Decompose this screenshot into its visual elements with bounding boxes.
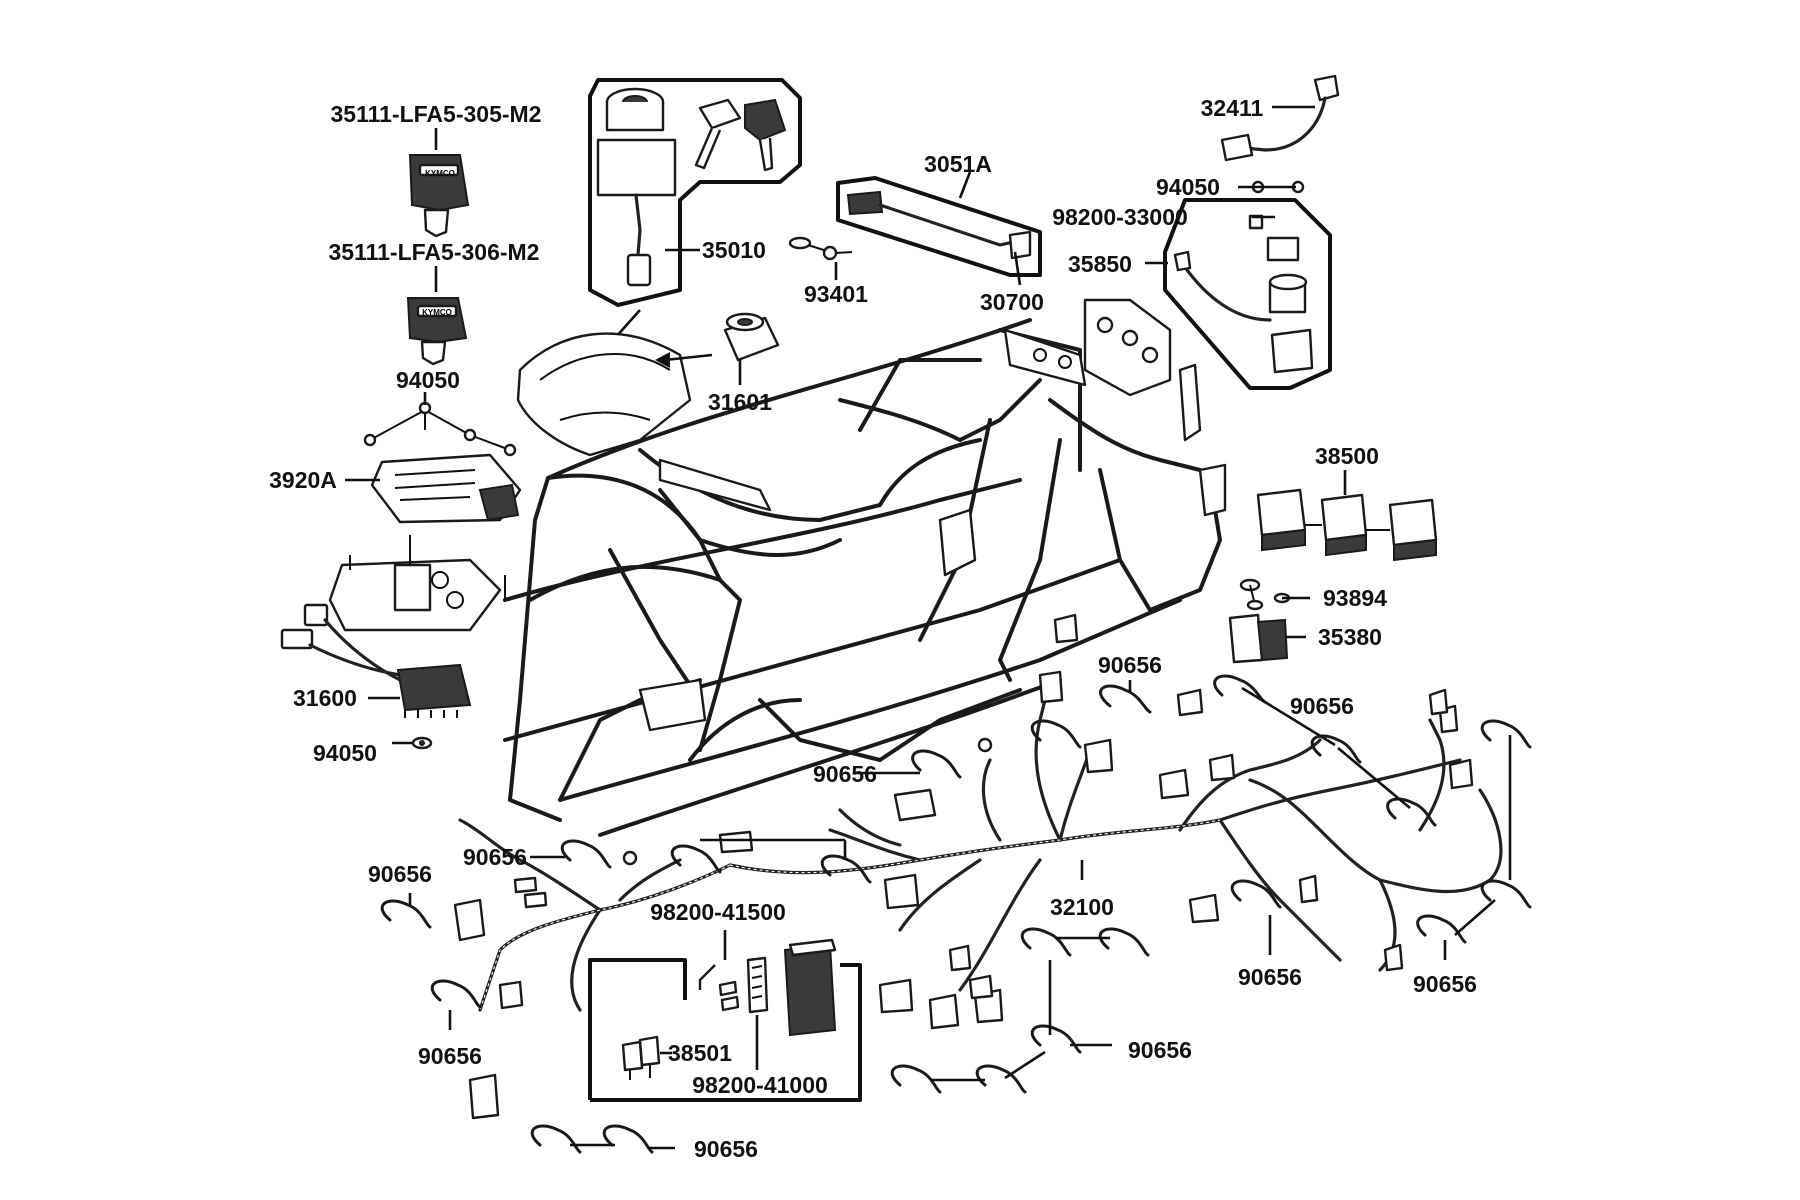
label-nut-94050-reg: 94050 — [313, 740, 377, 766]
label-fuse-41500: 98200-41500 — [650, 899, 786, 925]
label-nut-94050-top: 94050 — [1156, 174, 1220, 200]
relay-38500 — [1256, 488, 1438, 562]
clamp-i-leader-4 — [1004, 1050, 1046, 1080]
label-clamp-d: 90656 — [813, 761, 877, 787]
label-switch-31601: 31601 — [708, 389, 772, 415]
switch-31601-arrow-line — [664, 353, 713, 362]
label-relay-38500: 38500 — [1315, 443, 1379, 469]
label-clamp-g: 90656 — [418, 1043, 482, 1069]
label-clamp-h: 90656 — [694, 1136, 758, 1162]
wiring-harness — [453, 613, 1503, 1120]
label-ignition-switch: 35010 — [702, 237, 766, 263]
label-fuse-41000: 98200-41000 — [692, 1072, 828, 1098]
relay-38501 — [621, 1035, 661, 1080]
label-clamp-e: 90656 — [463, 844, 527, 870]
label-clamp-f: 90656 — [368, 861, 432, 887]
part-labels: 35111-LFA5-305-M2 35111-LFA5-306-M2 3501… — [269, 95, 1477, 1162]
atv-frame — [503, 298, 1227, 837]
label-relay-38501: 38501 — [668, 1040, 732, 1066]
clamp-b-leader-2 — [1337, 747, 1411, 809]
label-clamp-c: 90656 — [1413, 971, 1477, 997]
label-clamp-b: 90656 — [1290, 693, 1354, 719]
bolt-93894 — [1239, 578, 1291, 611]
brake-switch-group — [836, 176, 1042, 277]
label-regulator: 31600 — [293, 685, 357, 711]
clamp-b-leader-1 — [1241, 686, 1336, 747]
starter-relay-group — [1163, 198, 1332, 390]
label-ecu: 3920A — [269, 467, 337, 493]
key-306-logo: KYMCO — [422, 308, 452, 317]
regulator-31600 — [280, 603, 472, 718]
bracket-32411 — [1220, 74, 1340, 162]
clamp-c-leader-2 — [1454, 899, 1496, 936]
label-brake-wire: 30700 — [980, 289, 1044, 315]
switch-31601 — [723, 312, 780, 362]
clamps — [380, 674, 1532, 1154]
label-bracket-32411: 32411 — [1201, 95, 1264, 121]
relay-35380 — [1228, 613, 1289, 664]
fuse-box-group — [588, 938, 862, 1102]
label-brake-switch: 3051A — [924, 151, 992, 177]
label-key-305: 35111-LFA5-305-M2 — [331, 101, 542, 127]
label-key-306: 35111-LFA5-306-M2 — [329, 239, 540, 265]
label-bolt-93894: 93894 — [1323, 585, 1387, 611]
label-relay-35380: 35380 — [1318, 624, 1382, 650]
key-305-logo: KYMCO — [425, 169, 455, 178]
bolt-93401 — [788, 236, 853, 261]
ignition-switch-group — [588, 78, 802, 307]
label-nut-94050-ecu: 94050 — [396, 367, 460, 393]
front-cover — [516, 332, 692, 457]
mount-plate — [328, 535, 506, 632]
label-fuse-33000: 98200-33000 — [1052, 204, 1188, 230]
nut-94050-reg — [411, 736, 433, 750]
label-starter-relay: 35850 — [1068, 251, 1132, 277]
switch-31601-arrow-head — [655, 352, 670, 368]
label-bolt-93401: 93401 — [804, 281, 868, 307]
key-306: KYMCO — [406, 297, 468, 366]
key-305: KYMCO — [408, 154, 470, 238]
label-clamp-a: 90656 — [1098, 652, 1162, 678]
label-clamp-j: 90656 — [1238, 964, 1302, 990]
ecu-3920a — [363, 401, 522, 524]
label-clamp-i: 90656 — [1128, 1037, 1192, 1063]
brake-wire-leader — [1013, 251, 1022, 286]
brake-switch-leader — [958, 171, 972, 199]
label-harness: 32100 — [1050, 894, 1114, 920]
